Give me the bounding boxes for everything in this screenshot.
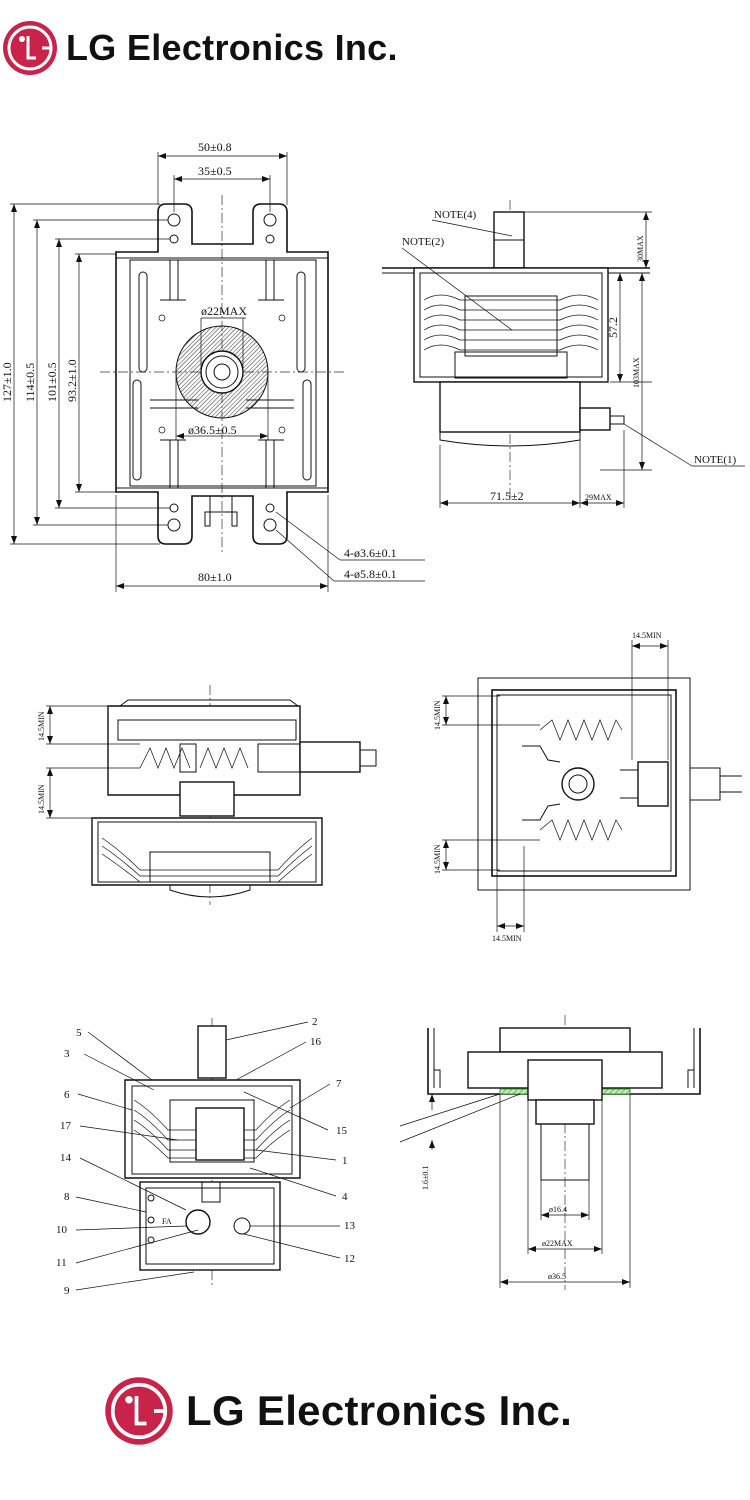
view-parts: FA <box>124 1018 301 1285</box>
view-parts-callouts: 5 3 6 17 14 8 10 11 9 2 16 7 15 1 4 13 1… <box>56 1016 356 1297</box>
dim-fb-left-bottom: 14.5MIN <box>433 844 442 874</box>
dim-127: 127±1.0 <box>0 362 14 402</box>
part-5: 5 <box>76 1027 82 1039</box>
view-filter-box-dimensions: 14.5MIN 14.5MIN 14.5MIN 14.5MIN <box>433 631 669 943</box>
view-front <box>100 195 345 555</box>
part-7: 7 <box>336 1078 342 1090</box>
part-10: 10 <box>56 1224 68 1236</box>
dim-hole-5-8: 4-ø5.8±0.1 <box>344 567 397 581</box>
lg-logo-icon <box>3 21 57 75</box>
view-section-dimensions: 1.6±0.1 ø16.4 ø22MAX ø36.5 <box>421 1094 631 1288</box>
dim-16-4: ø16.4 <box>549 1205 567 1214</box>
dim-114: 114±0.5 <box>23 363 37 402</box>
part-15: 15 <box>336 1125 348 1137</box>
dim-35: 35±0.5 <box>198 164 232 178</box>
dim-1-6: 1.6±0.1 <box>421 1166 430 1190</box>
dim-hole-3-6: 4-ø3.6±0.1 <box>344 546 397 560</box>
part-4: 4 <box>342 1191 348 1203</box>
part-17: 17 <box>60 1120 72 1132</box>
lg-logo-icon <box>105 1377 173 1445</box>
part-1: 1 <box>342 1155 348 1167</box>
dim-71-5: 71.5±2 <box>490 489 524 503</box>
part-3: 3 <box>64 1048 70 1060</box>
dim-fb-bottom: 14.5MIN <box>492 934 522 943</box>
part-13: 13 <box>344 1220 356 1232</box>
dim-30max: 30MAX <box>636 235 645 262</box>
part-14: 14 <box>60 1152 72 1164</box>
view-top-side-dimensions: 14.5MIN 14.5MIN <box>37 705 140 819</box>
dim-fb-left-top: 14.5MIN <box>433 700 442 730</box>
dim-fb-top: 14.5MIN <box>632 631 662 640</box>
part-8: 8 <box>64 1191 70 1203</box>
part-9: 9 <box>64 1285 70 1297</box>
note-4: NOTE(4) <box>434 209 476 221</box>
dim-36-5-sec: ø36.5 <box>548 1272 566 1281</box>
dim-22max-sec: ø22MAX <box>542 1239 573 1248</box>
dim-29max: 29MAX <box>585 493 612 502</box>
dim-mid-a: 14.5MIN <box>37 711 46 741</box>
dim-57-2: 57.2 <box>606 317 620 338</box>
view-side <box>382 200 650 500</box>
note-2: NOTE(2) <box>402 236 444 248</box>
view-section <box>399 1015 701 1290</box>
dim-mid-b: 14.5MIN <box>37 784 46 814</box>
part-16: 16 <box>310 1036 322 1048</box>
dim-80: 80±1.0 <box>198 570 232 584</box>
part-12: 12 <box>344 1253 355 1265</box>
brand-header: LG Electronics Inc. <box>2 20 398 76</box>
dim-50: 50±0.8 <box>198 140 232 154</box>
part-11: 11 <box>56 1257 67 1269</box>
dim-22max: ø22MAX <box>201 304 247 318</box>
dim-36-5: ø36.5±0.5 <box>188 423 237 437</box>
view-front-dimensions: 50±0.8 35±0.5 ø22MAX ø36.5±0.5 80±1.0 12… <box>0 140 425 592</box>
dim-103max: 103MAX <box>632 357 641 388</box>
part-6: 6 <box>64 1089 70 1101</box>
part-2: 2 <box>312 1016 318 1028</box>
view-top-side <box>91 685 377 905</box>
dim-93-2: 93.2±1.0 <box>65 359 79 402</box>
view-filter-box <box>477 677 742 891</box>
dim-101: 101±0.5 <box>45 362 59 402</box>
view-side-dimensions: 30MAX 57.2 103MAX 71.5±2 29MAX NOTE(4) N… <box>401 209 745 508</box>
stamp-fa: FA <box>162 1217 172 1226</box>
brand-footer: LG Electronics Inc. <box>104 1376 572 1446</box>
company-name: LG Electronics Inc. <box>186 1387 573 1434</box>
note-1: NOTE(1) <box>694 454 736 466</box>
company-name: LG Electronics Inc. <box>66 27 398 68</box>
